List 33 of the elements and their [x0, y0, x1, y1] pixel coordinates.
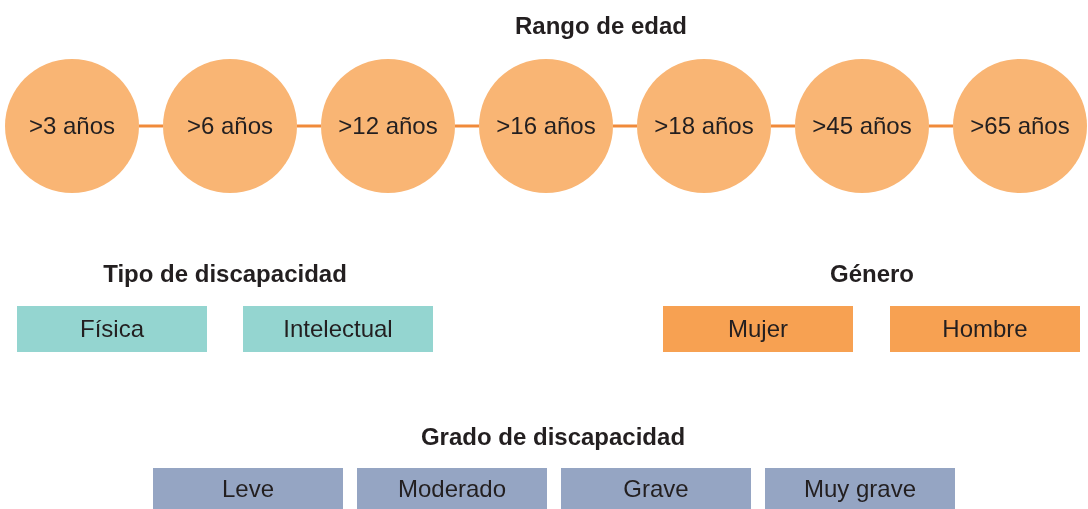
connector-line — [139, 124, 163, 128]
group-heading: Rango de edad — [515, 12, 687, 40]
connector-line — [297, 124, 321, 128]
connector-line — [929, 124, 953, 128]
category-box — [561, 468, 751, 509]
group-heading: Tipo de discapacidad — [103, 260, 347, 288]
node-label: >45 años — [812, 112, 912, 140]
group-heading: Grado de discapacidad — [420, 423, 686, 451]
node-label: Moderado — [397, 474, 507, 503]
node-label: >12 años — [338, 112, 438, 140]
category-box — [890, 306, 1080, 352]
node-label: >65 años — [970, 112, 1070, 140]
category-box — [153, 468, 343, 509]
node-label: >16 años — [496, 112, 596, 140]
node-label: >6 años — [186, 112, 274, 140]
node-label: >3 años — [28, 112, 116, 140]
connector-line — [613, 124, 637, 128]
node-label: Intelectual — [283, 315, 393, 343]
node-label: Hombre — [942, 315, 1028, 343]
category-box — [357, 468, 547, 509]
category-box — [17, 306, 207, 352]
node-label: Muy grave — [803, 474, 916, 503]
node-label: Física — [80, 315, 144, 343]
node-label: Grave — [623, 474, 689, 503]
node-label: >18 años — [654, 112, 754, 140]
category-box — [243, 306, 433, 352]
node-label: Mujer — [728, 315, 788, 343]
category-box — [765, 468, 955, 509]
group-heading: Género — [830, 260, 914, 288]
connector-line — [771, 124, 795, 128]
category-box — [663, 306, 853, 352]
connector-line — [455, 124, 479, 128]
node-label: Leve — [221, 474, 274, 503]
